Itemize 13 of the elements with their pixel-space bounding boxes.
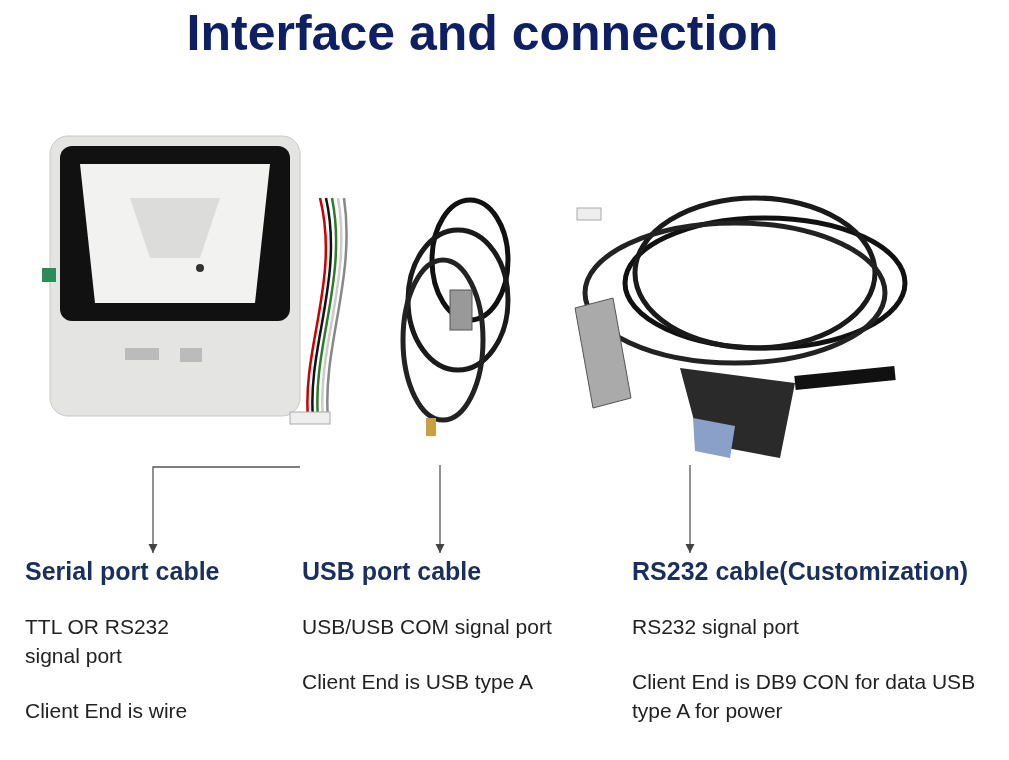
arrow bbox=[685, 464, 695, 554]
section-heading: USB port cable bbox=[302, 557, 483, 586]
section-heading: Serial port cable bbox=[25, 557, 221, 586]
section-heading: RS232 cable(Customization) bbox=[632, 557, 970, 586]
description-text: RS232 signal port bbox=[632, 614, 800, 640]
description-text: TTL OR RS232 signal port bbox=[25, 614, 170, 669]
description-text: USB/USB COM signal port bbox=[302, 614, 553, 640]
description-text: Client End is USB type A bbox=[302, 669, 535, 695]
description-text: Client End is DB9 CON for data USB type A for power bbox=[632, 669, 977, 724]
description-text: Client End is wire bbox=[25, 698, 189, 724]
title: Interface and connection bbox=[185, 4, 780, 62]
arrow bbox=[435, 464, 445, 554]
arrow bbox=[148, 466, 301, 554]
